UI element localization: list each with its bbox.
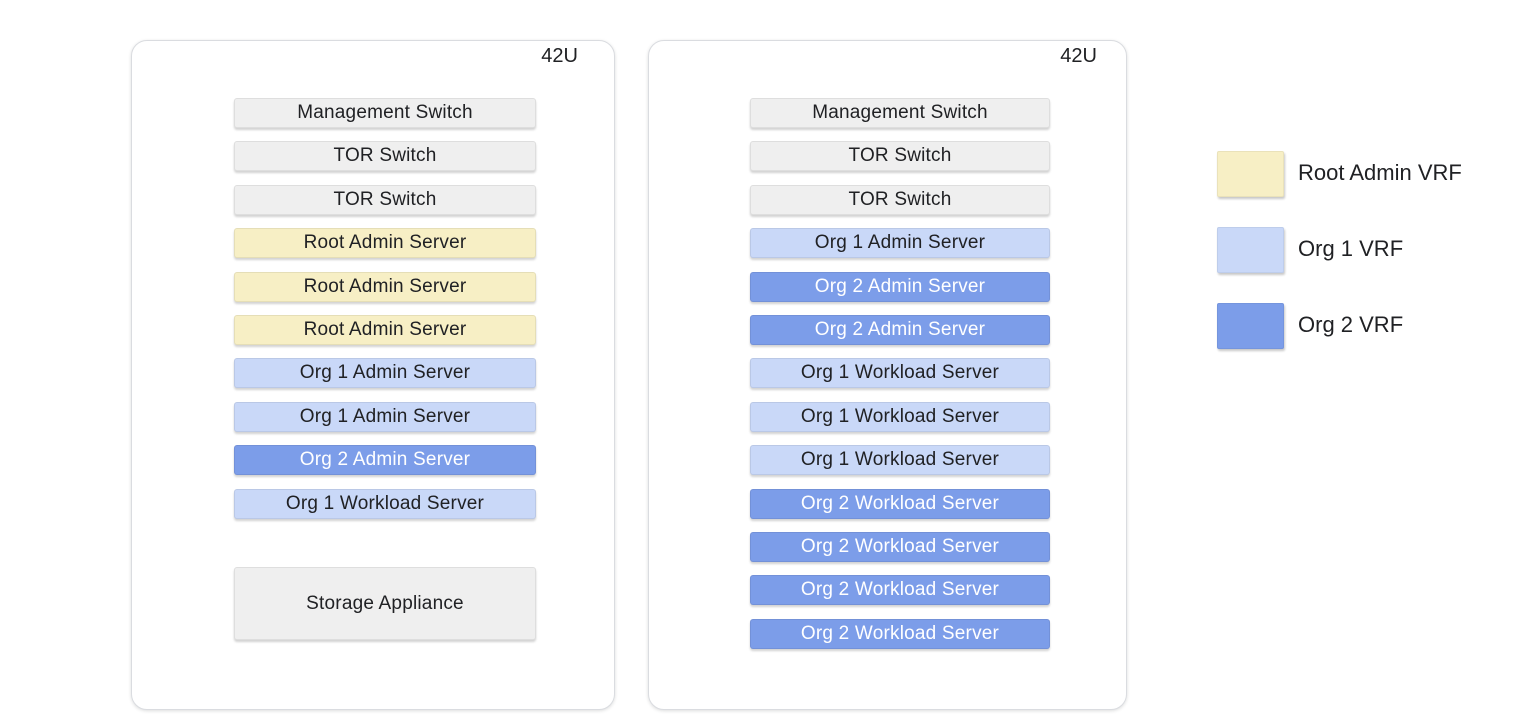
slot-label: Org 1 Admin Server — [814, 232, 986, 254]
rack1-slot1-management-switch: Management Switch — [234, 98, 536, 128]
rack2-slot1-management-switch: Management Switch — [750, 98, 1050, 128]
slot-label: TOR Switch — [333, 188, 437, 210]
rack1-slot9-org2-admin-server: Org 2 Admin Server — [234, 445, 536, 476]
slot-label: Org 2 Workload Server — [800, 622, 1000, 644]
rack2-slot6-org2-admin-server: Org 2 Admin Server — [750, 315, 1050, 345]
slot-label: Root Admin Server — [303, 275, 467, 297]
rack2-slot10-org2-workload-server: Org 2 Workload Server — [750, 488, 1050, 519]
rack2-slot3-tor-switch: TOR Switch — [750, 184, 1050, 215]
slot-label: TOR Switch — [333, 145, 437, 167]
rack1-slot11-storage-appliance: Storage Appliance — [234, 567, 536, 640]
slot-label: Storage Appliance — [306, 592, 464, 614]
rack1-slot5-root-admin-server: Root Admin Server — [234, 271, 536, 302]
legend-swatch-org-1-vrf — [1217, 227, 1284, 273]
rack1-slot2-tor-switch: TOR Switch — [234, 141, 536, 172]
slot-label: Org 1 Workload Server — [285, 492, 485, 514]
slot-label: Org 2 Workload Server — [800, 492, 1000, 514]
rack2-slot9-org1-workload-server: Org 1 Workload Server — [750, 445, 1050, 476]
rack-2-capacity-label: 42U — [1060, 45, 1097, 67]
slot-label: Org 2 Workload Server — [800, 536, 1000, 557]
slot-label: Org 2 Workload Server — [800, 579, 1000, 601]
slot-label: Org 1 Workload Server — [800, 405, 1000, 427]
rack2-slot8-org1-workload-server: Org 1 Workload Server — [750, 401, 1050, 432]
rack2-slot7-org1-workload-server: Org 1 Workload Server — [750, 358, 1050, 389]
slot-label: Org 1 Admin Server — [299, 405, 471, 427]
rack2-slot13-org2-workload-server: Org 2 Workload Server — [750, 618, 1050, 649]
rack1-slot8-org1-admin-server: Org 1 Admin Server — [234, 401, 536, 432]
slot-label: Root Admin Server — [303, 232, 467, 254]
slot-label: Org 1 Workload Server — [800, 449, 1000, 471]
rack1-slot6-root-admin-server: Root Admin Server — [234, 315, 536, 345]
rack1-slot3-tor-switch: TOR Switch — [234, 184, 536, 215]
slot-label: TOR Switch — [848, 188, 952, 210]
slot-label: Org 1 Workload Server — [800, 362, 1000, 384]
legend-label-org-2-vrf: Org 2 VRF — [1298, 312, 1404, 337]
slot-label: TOR Switch — [848, 145, 952, 167]
legend-label-org-1-vrf: Org 1 VRF — [1298, 236, 1404, 261]
slot-label: Org 1 Admin Server — [299, 362, 471, 384]
rack-1-capacity-label: 42U — [541, 45, 578, 67]
slot-label: Org 2 Admin Server — [814, 275, 986, 297]
rack2-slot11-org2-workload-server: Org 2 Workload Server — [750, 532, 1050, 562]
slot-label: Org 2 Admin Server — [814, 319, 986, 340]
rack1-slot4-root-admin-server: Root Admin Server — [234, 228, 536, 259]
rack2-slot2-tor-switch: TOR Switch — [750, 141, 1050, 172]
slot-label: Org 2 Admin Server — [299, 449, 471, 471]
slot-label: Management Switch — [812, 102, 988, 123]
legend-swatch-org-2-vrf — [1217, 303, 1284, 349]
rack2-slot12-org2-workload-server: Org 2 Workload Server — [750, 575, 1050, 606]
rack1-slot7-org1-admin-server: Org 1 Admin Server — [234, 358, 536, 389]
slot-label: Management Switch — [297, 102, 473, 123]
rack2-slot5-org2-admin-server: Org 2 Admin Server — [750, 271, 1050, 302]
rack2-slot4-org1-admin-server: Org 1 Admin Server — [750, 228, 1050, 259]
legend-swatch-root-admin-vrf — [1217, 151, 1284, 197]
rack1-slot10-org1-workload-server: Org 1 Workload Server — [234, 488, 536, 519]
slot-label: Root Admin Server — [303, 319, 467, 340]
vrf-legend: Root Admin VRF Org 1 VRF Org 2 VRF — [1217, 151, 1507, 351]
legend-label-root-admin-vrf: Root Admin VRF — [1298, 160, 1462, 185]
